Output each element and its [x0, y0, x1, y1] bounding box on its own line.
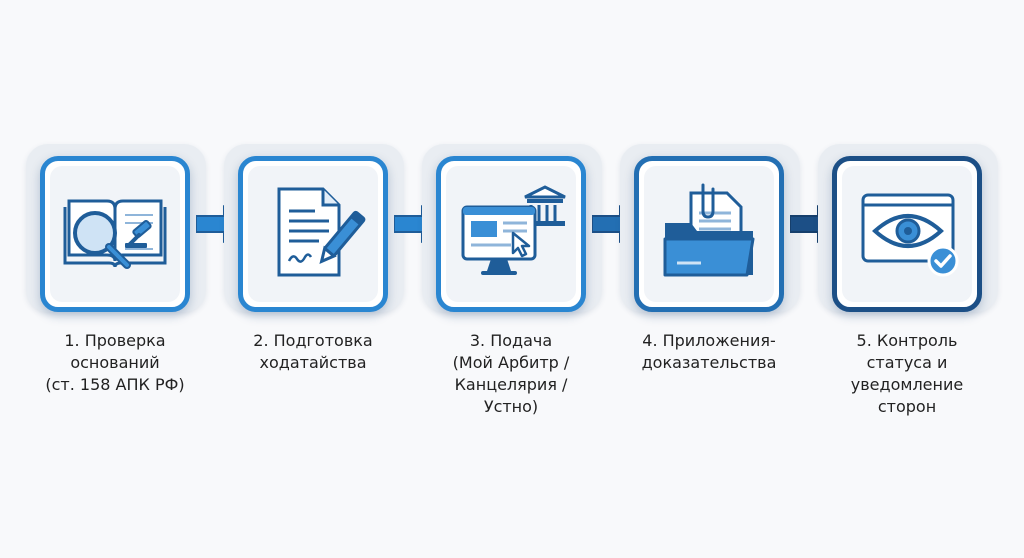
book-magnifier-gavel-icon [63, 199, 167, 269]
step-1-card [40, 156, 190, 312]
eye-checkmark-icon [861, 193, 959, 277]
step-5-card [832, 156, 982, 312]
step-3-card [436, 156, 586, 312]
step-2-label: 2. Подготовка ходатайства [253, 331, 373, 372]
document-pen-icon [277, 187, 366, 277]
step-3-label: 3. Подача (Мой Арбитр / Канцелярия / Уст… [452, 331, 570, 416]
step-5-label: 5. Контроль статуса и уведомление сторон [850, 331, 964, 416]
step-4-label: 4. Приложения- доказательства [641, 331, 777, 372]
step-2-card [238, 156, 388, 312]
step-4-card [634, 156, 784, 312]
folder-paperclip-icon [663, 183, 755, 277]
step-1-label: 1. Проверка оснований (ст. 158 АПК РФ) [45, 331, 185, 394]
monitor-courthouse-icon [461, 185, 566, 275]
